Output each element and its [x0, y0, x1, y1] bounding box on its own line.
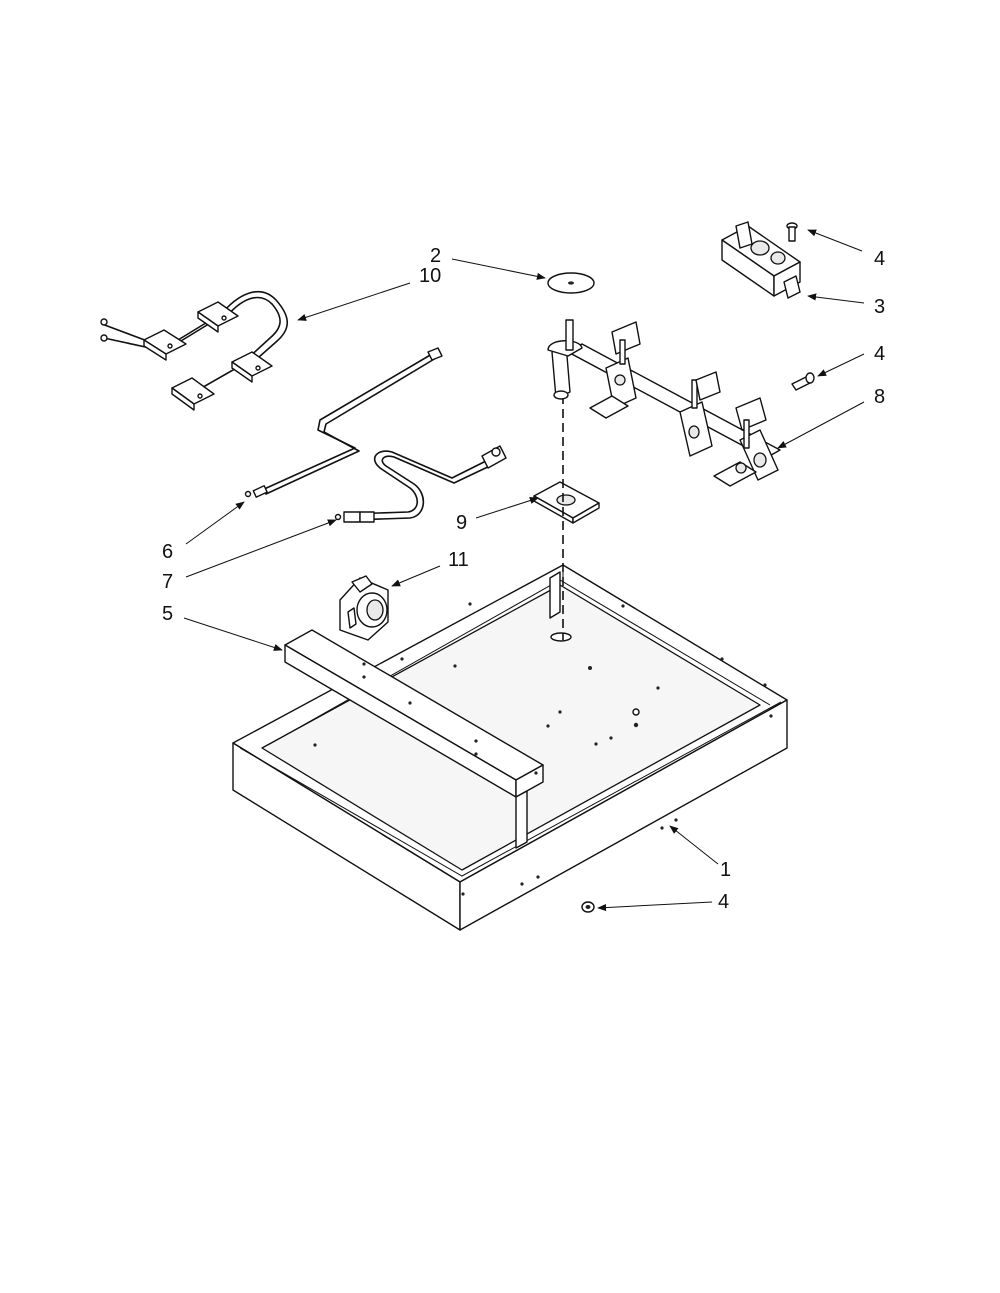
callout-7: 7	[162, 571, 173, 593]
leader-lines	[183, 229, 865, 912]
screw-middle	[791, 372, 815, 391]
callout-11: 11	[448, 549, 469, 571]
gas-manifold	[547, 319, 781, 487]
callout-8: 8	[874, 386, 885, 408]
washer	[547, 272, 595, 294]
callout-labels: 2 10 4 3 4 8 9 6 11 7 5 1 4	[162, 245, 885, 913]
pressure-regulator	[339, 575, 389, 641]
screw-bottom	[581, 901, 595, 913]
cross-bracket	[284, 629, 544, 849]
screw-top	[786, 222, 798, 242]
callout-6: 6	[162, 541, 173, 563]
callout-2: 2	[430, 245, 441, 267]
gas-tube-6	[244, 347, 443, 498]
callout-1: 1	[720, 859, 731, 881]
base-pan	[232, 564, 788, 931]
callout-4-bottom: 4	[718, 891, 729, 913]
callout-5: 5	[162, 603, 173, 625]
gasket-plate	[533, 481, 600, 524]
gas-tube-7	[334, 445, 507, 523]
callout-4-top: 4	[874, 248, 885, 270]
callout-9: 9	[456, 512, 467, 534]
callout-3: 3	[874, 296, 885, 318]
callout-10: 10	[419, 265, 441, 287]
callout-4-middle: 4	[874, 343, 885, 365]
ignition-module	[721, 221, 801, 299]
wire-harness	[100, 290, 289, 411]
